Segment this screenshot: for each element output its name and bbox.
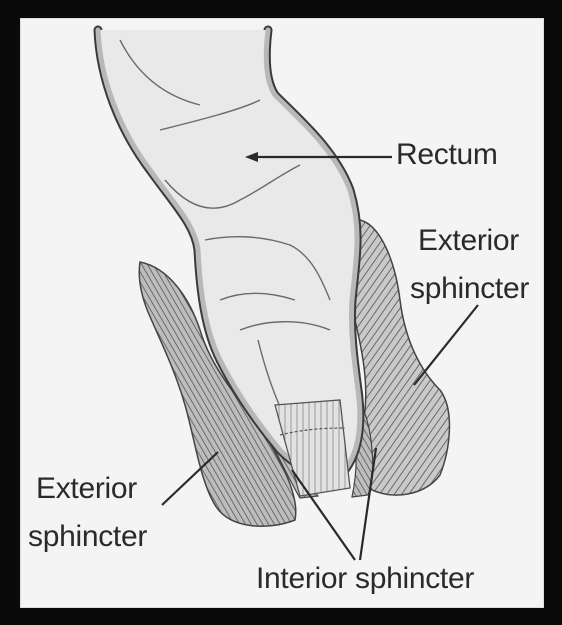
exterior-sphincter-left-label-line1: Exterior (36, 472, 137, 506)
exterior-sphincter-left-label-line2: sphincter (28, 520, 147, 554)
exterior-sphincter-right-label-line2: sphincter (410, 272, 529, 306)
rectum-label: Rectum (396, 138, 498, 172)
exterior-sphincter-right-label-line1: Exterior (418, 224, 519, 258)
exterior-right-leader-line (414, 305, 478, 385)
interior-sphincter-label: Interior sphincter (256, 562, 474, 596)
